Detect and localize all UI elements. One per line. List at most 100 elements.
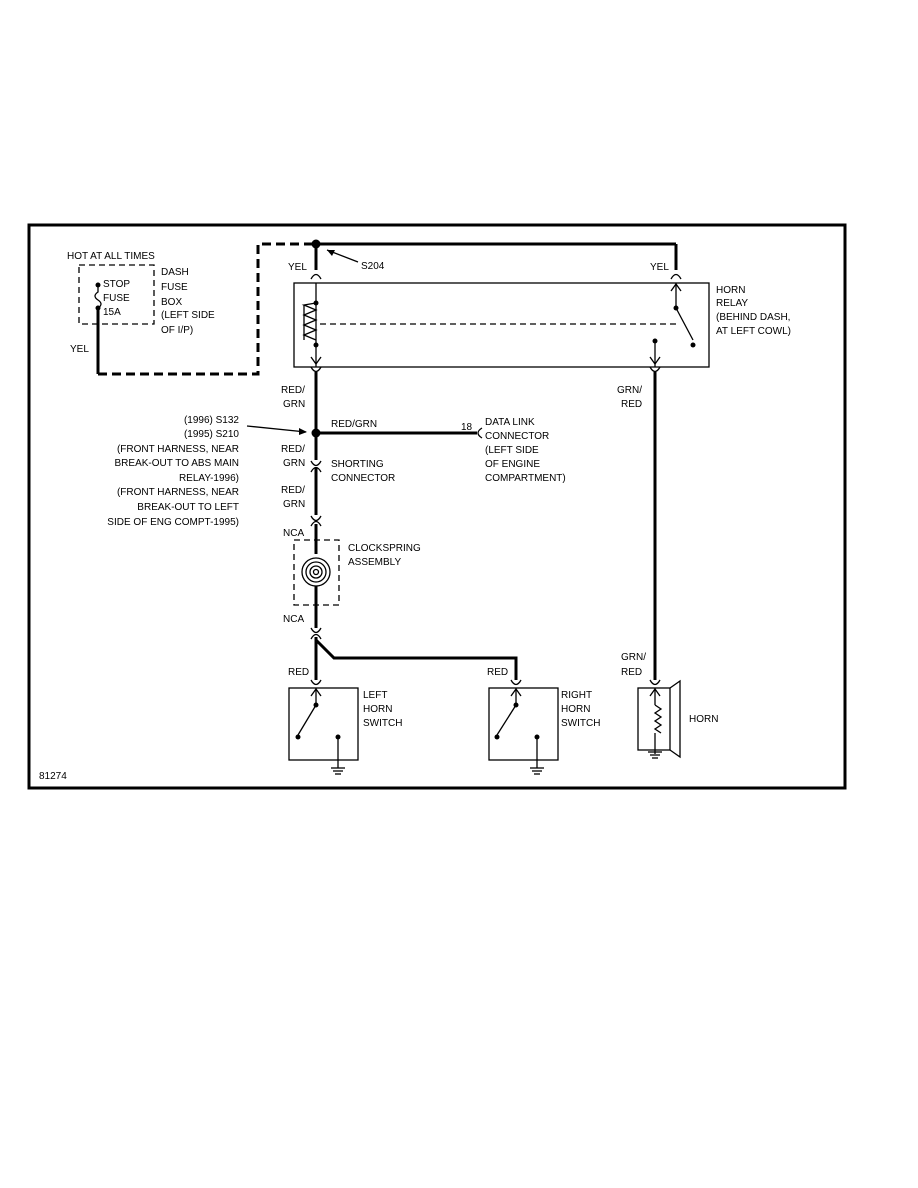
svg-text:RED: RED [621,399,642,410]
red-right-label: RED [487,667,508,678]
switch-connector-a [310,627,322,634]
relay-connector-bottom-right [649,366,661,373]
left-horn-switch-contacts [295,687,345,775]
fuse-label: STOP FUSE 15A [103,279,130,318]
svg-text:AT LEFT COWL): AT LEFT COWL) [716,326,791,337]
relay-switch [649,282,696,367]
right-switch-connector [510,679,522,686]
relay-connector-top-right [670,273,682,280]
svg-text:SHORTING: SHORTING [331,459,384,470]
svg-text:15A: 15A [103,307,121,318]
horn-relay-label: HORN RELAY (BEHIND DASH, AT LEFT COWL) [716,285,791,337]
svg-text:BREAK-OUT TO ABS MAIN: BREAK-OUT TO ABS MAIN [115,458,239,469]
svg-text:GRN/: GRN/ [617,385,642,396]
svg-text:FUSE: FUSE [103,293,130,304]
yel-top-label: YEL [288,262,307,273]
svg-text:GRN: GRN [283,458,305,469]
s204-label: S204 [361,261,385,272]
svg-text:FUSE: FUSE [161,282,188,293]
svg-text:LEFT: LEFT [363,690,387,701]
svg-text:(FRONT HARNESS, NEAR: (FRONT HARNESS, NEAR [117,444,239,455]
splice-pointer [246,425,307,433]
svg-text:CLOCKSPRING: CLOCKSPRING [348,543,421,554]
red-grn-label-2: RED/ GRN [281,444,305,469]
clockspring-label: CLOCKSPRING ASSEMBLY [348,543,421,568]
figure-id: 81274 [39,771,67,782]
svg-text:(1995) S210: (1995) S210 [184,429,239,440]
horn-label: HORN [689,714,718,725]
yel-right-label: YEL [650,262,669,273]
shorting-connector-bottom [310,466,322,473]
svg-text:SWITCH: SWITCH [363,718,402,729]
svg-text:BREAK-OUT TO LEFT: BREAK-OUT TO LEFT [137,502,239,513]
pin-18-label: 18 [461,422,473,433]
hot-at-all-times-label: HOT AT ALL TIMES [67,251,155,262]
nca-top-label: NCA [283,528,304,539]
svg-text:STOP: STOP [103,279,130,290]
svg-text:RED: RED [621,667,642,678]
yel-dashed-wire [98,242,316,376]
left-horn-switch-label: LEFT HORN SWITCH [363,690,402,729]
nca-bottom-label: NCA [283,614,304,625]
right-horn-switch-label: RIGHT HORN SWITCH [561,690,600,729]
svg-text:HORN: HORN [561,704,590,715]
clockspring-connector-top-a [310,515,322,522]
switch-connector-b [310,633,322,640]
horn-relay-box [293,282,710,368]
relay-connector-top-left [310,273,322,280]
clockspring-connector-top-b [310,520,322,527]
svg-text:CONNECTOR: CONNECTOR [485,431,549,442]
shorting-connector-label: SHORTING CONNECTOR [331,459,395,484]
shorting-connector-top [310,460,322,467]
svg-text:RIGHT: RIGHT [561,690,592,701]
svg-text:GRN/: GRN/ [621,652,646,663]
svg-text:(BEHIND DASH,: (BEHIND DASH, [716,312,790,323]
svg-text:HORN: HORN [716,285,745,296]
horn-connector [649,679,661,686]
relay-connector-bottom-left [310,366,322,373]
svg-text:COMPARTMENT): COMPARTMENT) [485,473,566,484]
red-left-label: RED [288,667,309,678]
right-horn-switch-contacts [494,687,544,775]
fuse-box-label: DASH FUSE BOX (LEFT SIDE OF I/P) [161,267,215,336]
svg-text:BOX: BOX [161,297,182,308]
red-grn-label-3: RED/ GRN [281,485,305,510]
horn-symbol [637,679,681,759]
svg-text:GRN: GRN [283,499,305,510]
red-grn-label-1: RED/ GRN [281,385,305,410]
svg-text:OF ENGINE: OF ENGINE [485,459,540,470]
svg-text:(FRONT HARNESS, NEAR: (FRONT HARNESS, NEAR [117,487,239,498]
svg-text:RED/: RED/ [281,444,305,455]
diagram-frame [27,223,847,790]
clockspring-coil [301,557,331,587]
svg-text:OF I/P): OF I/P) [161,325,193,336]
red-wire-right [314,638,518,680]
svg-text:RELAY: RELAY [716,298,748,309]
stop-fuse [94,282,102,324]
svg-text:DASH: DASH [161,267,189,278]
left-switch-connector [310,679,322,686]
svg-text:CONNECTOR: CONNECTOR [331,473,395,484]
svg-text:(LEFT SIDE: (LEFT SIDE [485,445,539,456]
svg-text:(1996) S132: (1996) S132 [184,415,239,426]
right-horn-switch-box [488,687,559,761]
svg-text:ASSEMBLY: ASSEMBLY [348,557,401,568]
left-horn-switch-box [288,687,359,761]
dash-fuse-box [78,264,155,325]
svg-text:SIDE OF ENG COMPT-1995): SIDE OF ENG COMPT-1995) [107,517,239,528]
grn-red-label-2: GRN/ RED [621,652,646,678]
splice-info-label: (1996) S132 (1995) S210 (FRONT HARNESS, … [107,415,239,528]
svg-text:RED/: RED/ [281,385,305,396]
s204-arrow [327,250,335,256]
svg-text:DATA LINK: DATA LINK [485,417,535,428]
splice-arrow [299,428,307,435]
red-grn-data-label: RED/GRN [331,419,377,430]
relay-coil [301,283,322,367]
svg-text:HORN: HORN [363,704,392,715]
yel-left-label: YEL [70,344,89,355]
svg-text:GRN: GRN [283,399,305,410]
svg-text:SWITCH: SWITCH [561,718,600,729]
grn-red-label-1: GRN/ RED [617,385,642,410]
svg-text:RELAY-1996): RELAY-1996) [179,473,239,484]
